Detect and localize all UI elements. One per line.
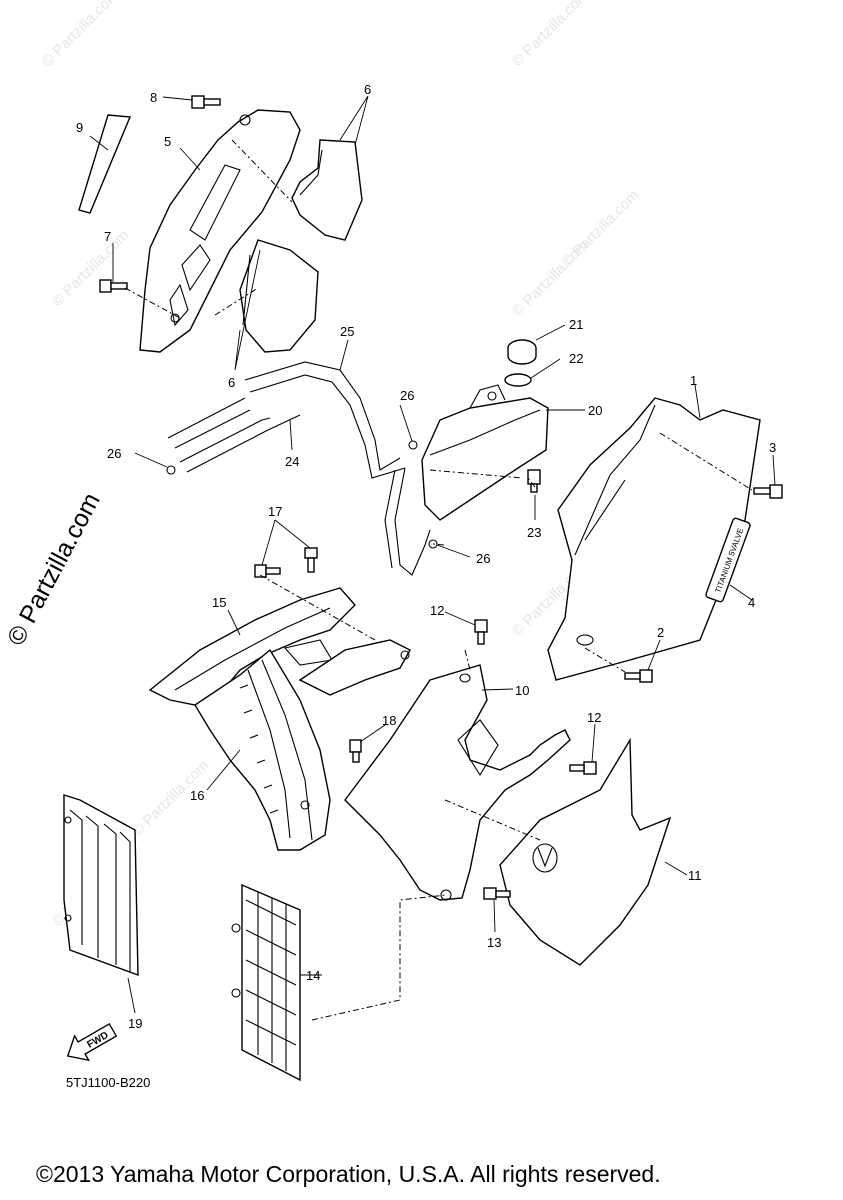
part-17-bolt	[304, 547, 318, 573]
part-8-bolt	[191, 95, 221, 109]
callout-12: 12	[587, 710, 601, 725]
part-26-clamp	[166, 465, 176, 475]
part-10-side-shroud	[344, 664, 571, 901]
part-7-bolt	[99, 279, 128, 293]
part-11-graphic	[499, 737, 672, 966]
fwd-label: FWD	[85, 1030, 110, 1051]
part-9-strip	[78, 114, 132, 214]
callout-21: 21	[569, 317, 583, 332]
callout-22: 22	[569, 351, 583, 366]
part-23-bolt	[527, 469, 541, 493]
diagram-code: 5TJ1100-B220	[66, 1075, 151, 1090]
callout-6: 6	[364, 82, 371, 97]
callout-15: 15	[212, 595, 226, 610]
part-12-bolt	[474, 619, 488, 645]
part-18-bolt	[349, 739, 362, 763]
part-20-tank	[421, 397, 549, 521]
callout-16: 16	[190, 788, 204, 803]
callout-1: 1	[690, 373, 697, 388]
callout-4: 4	[748, 595, 755, 610]
callout-26: 26	[107, 446, 121, 461]
callout-labels: 1 2 3 4 5 6 6 7 8 9 10 11 12 12 13 14 15…	[76, 82, 776, 1031]
callout-12: 12	[430, 603, 444, 618]
part-13-bolt	[483, 887, 511, 900]
callout-8: 8	[150, 90, 157, 105]
callout-2: 2	[657, 625, 664, 640]
callout-11: 11	[688, 868, 702, 883]
callout-9: 9	[76, 120, 83, 135]
callout-18: 18	[382, 713, 396, 728]
part-16-radiator-shroud	[194, 648, 331, 851]
part-6-cover-lower	[239, 239, 319, 353]
callout-7: 7	[104, 229, 111, 244]
callout-10: 10	[515, 683, 529, 698]
callout-25: 25	[340, 324, 354, 339]
part-25-hose	[244, 361, 401, 471]
part-12-bolt	[569, 761, 597, 775]
part-3-bolt	[753, 484, 783, 499]
callout-3: 3	[769, 440, 776, 455]
callout-13: 13	[487, 935, 501, 950]
callout-24: 24	[285, 454, 299, 469]
part-2-bolt	[624, 669, 653, 683]
callout-20: 20	[588, 403, 602, 418]
part-17-bolt	[254, 564, 281, 578]
part-5-left-panel	[139, 109, 301, 353]
part-22-oring	[504, 373, 532, 387]
part-1-side-cover	[547, 397, 761, 681]
callout-5: 5	[164, 134, 171, 149]
fwd-arrow: FWD	[66, 1022, 118, 1062]
part-6-cover-upper	[291, 139, 363, 241]
part-26-clamp	[428, 539, 438, 549]
callout-23: 23	[527, 525, 541, 540]
part-19-radiator-guard	[63, 794, 139, 977]
callout-19: 19	[128, 1016, 142, 1031]
copyright-notice: ©2013 Yamaha Motor Corporation, U.S.A. A…	[36, 1161, 661, 1187]
callout-26: 26	[476, 551, 490, 566]
callout-17: 17	[268, 504, 282, 519]
part-21-cap	[507, 339, 537, 365]
callout-14: 14	[306, 968, 320, 983]
part-26-clamp	[408, 440, 418, 450]
callout-26: 26	[400, 388, 414, 403]
callout-6: 6	[228, 375, 235, 390]
part-24-hose	[179, 419, 269, 473]
